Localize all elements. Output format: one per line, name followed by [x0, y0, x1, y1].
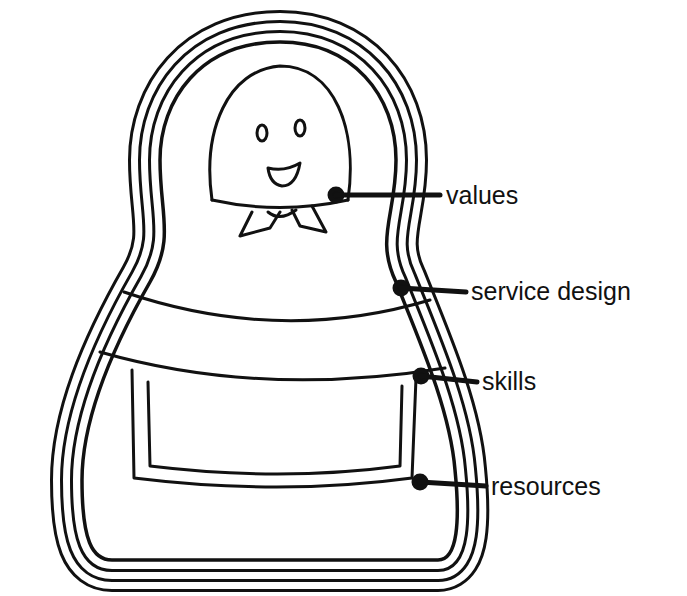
ring [82, 42, 457, 560]
apron [132, 370, 416, 487]
face-outline [210, 66, 350, 200]
leader-line [420, 482, 486, 486]
apron-top [100, 352, 445, 380]
ring-gap [82, 42, 457, 560]
layer-label: skills [482, 366, 536, 396]
apron-inner [148, 382, 402, 474]
outer-ring [82, 42, 457, 560]
leader-line [421, 376, 477, 382]
chin-line [212, 200, 348, 208]
leader-line [336, 193, 440, 198]
eye [257, 125, 267, 141]
bandana [240, 206, 326, 236]
layer-label: resources [491, 471, 601, 501]
waist-line [124, 292, 430, 321]
eye [295, 120, 305, 136]
doll-body [82, 42, 457, 560]
bandana-knot [268, 210, 296, 217]
mouth [268, 163, 300, 186]
layer-label: service design [471, 276, 631, 306]
ring [82, 42, 457, 560]
layer-label: values [446, 180, 518, 210]
ring-gap [82, 42, 457, 560]
leader-line [401, 288, 466, 292]
ring-gap [82, 42, 457, 560]
